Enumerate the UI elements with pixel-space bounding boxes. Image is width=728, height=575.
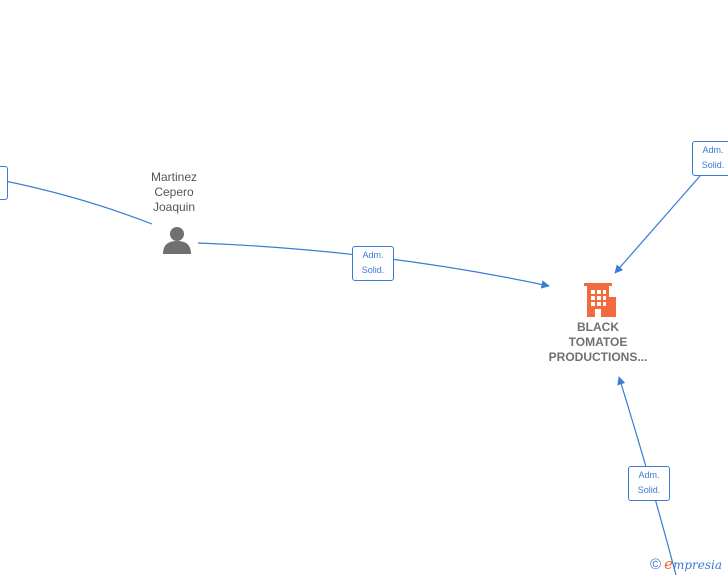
edge-label-offscreen-left[interactable] — [0, 166, 8, 200]
edge-label-line: Solid. — [701, 160, 725, 170]
person-icon[interactable] — [162, 226, 192, 254]
company-name[interactable]: BLACK TOMATOE PRODUCTIONS... — [538, 320, 658, 365]
brand-logo-text: mpresia — [672, 558, 723, 572]
edge-label-line: Adm. — [638, 470, 660, 480]
person-name-line: Martinez — [150, 170, 197, 184]
edge-top-right-to-company — [614, 175, 701, 274]
edge-offscreen-left-to-person — [0, 179, 153, 225]
brand-logo-letter: e — [664, 555, 673, 573]
company-name-line: BLACK — [577, 320, 619, 334]
edge-label-bottom[interactable]: Adm. Solid. — [628, 466, 670, 501]
edge-label-top-right[interactable]: Adm. Solid. — [692, 141, 728, 176]
person-name[interactable]: Martinez Cepero Joaquin — [128, 170, 220, 215]
person-name-line: Joaquin — [152, 200, 196, 214]
edge-label-person-to-company[interactable]: Adm. Solid. — [352, 246, 394, 281]
edge-label-line: Solid. — [637, 485, 661, 495]
person-name-line: Cepero — [154, 185, 194, 199]
company-name-line: PRODUCTIONS... — [548, 350, 648, 364]
copyright-symbol: © — [650, 556, 662, 573]
edge-label-line: Adm. — [702, 145, 724, 155]
edge-label-line: Adm. — [362, 250, 384, 260]
brand-watermark: ©empresia — [650, 554, 722, 574]
company-name-line: TOMATOE — [568, 335, 628, 349]
building-icon[interactable] — [584, 283, 616, 317]
edge-label-line: Solid. — [361, 265, 385, 275]
